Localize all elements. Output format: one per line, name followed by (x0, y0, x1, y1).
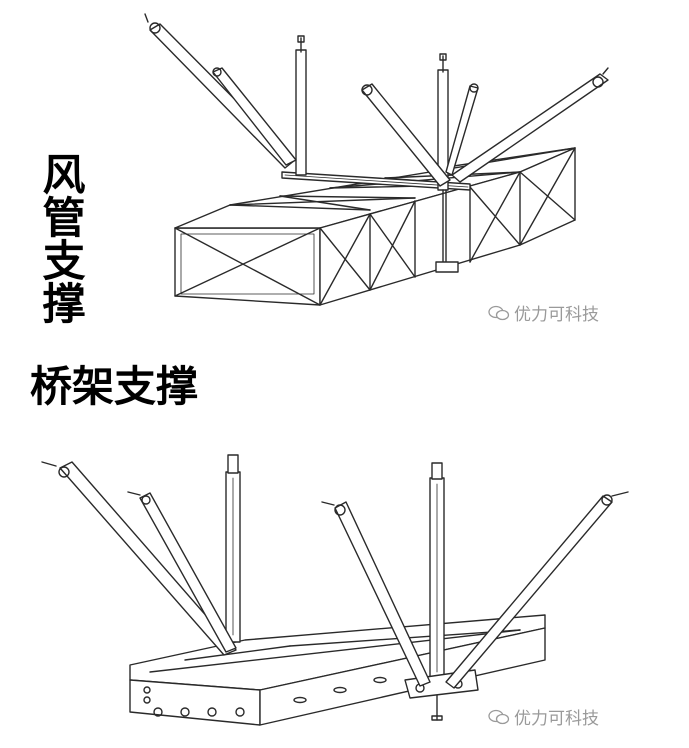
cable-tray (129, 614, 546, 726)
duct-vertical-hangers (295, 35, 459, 273)
air-duct (174, 147, 576, 306)
duct-support-label: 风管支撑 (35, 152, 85, 324)
watermark-text: 优力可科技 (514, 305, 599, 325)
tray-support-illustration (41, 454, 629, 726)
tray-support-label: 桥架支撑 (30, 362, 199, 411)
tray-diagonal-braces (41, 461, 629, 689)
watermark-bottom: 优力可科技 (488, 704, 599, 729)
duct-support-illustration (144, 13, 609, 306)
watermark-text: 优力可科技 (514, 709, 599, 729)
duct-diagonal-braces (144, 13, 609, 187)
tray-vertical-posts (225, 454, 445, 721)
wechat-icon (488, 305, 510, 320)
wechat-icon (488, 709, 510, 724)
watermark-top: 优力可科技 (488, 300, 599, 325)
